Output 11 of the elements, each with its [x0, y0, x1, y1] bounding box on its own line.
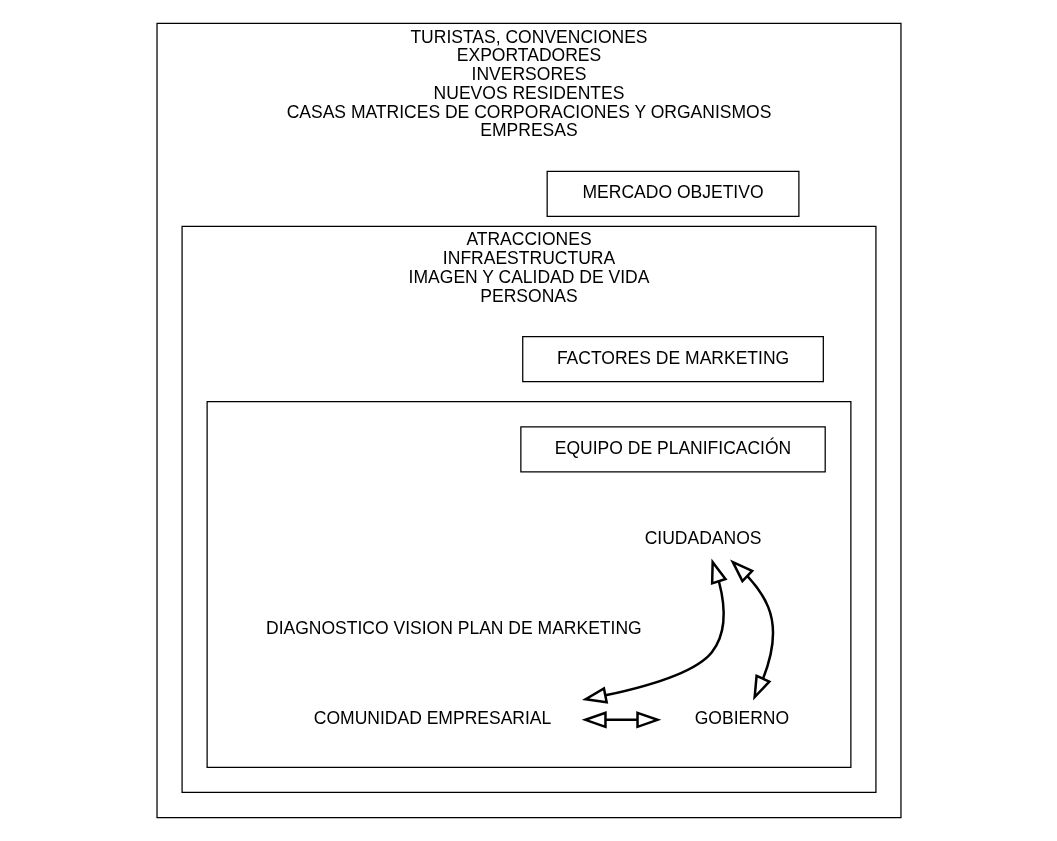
node-box: EQUIPO DE PLANIFICACIÓN: [519, 426, 826, 473]
node-text: GOBIERNO: [694, 708, 789, 729]
arrow: [581, 711, 661, 729]
arrow: [729, 559, 774, 701]
node-text: CIUDADANOS: [644, 528, 761, 549]
node-text: COMUNIDAD EMPRESARIAL: [313, 708, 551, 729]
label: DIAGNOSTICO VISION PLAN DE MARKETING: [265, 618, 642, 639]
arrow: [581, 558, 728, 704]
node-box: MERCADO OBJETIVO: [546, 170, 800, 217]
node-box: FACTORES DE MARKETING: [521, 335, 824, 383]
cluster: [206, 401, 851, 769]
